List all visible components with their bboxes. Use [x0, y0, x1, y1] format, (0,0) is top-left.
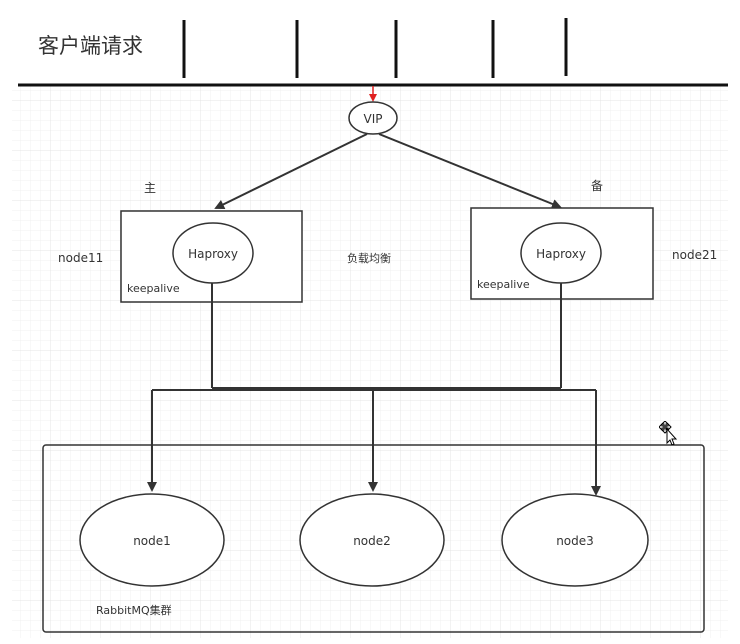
node2-ellipse — [299, 493, 445, 587]
node2-label: node2 — [353, 534, 391, 548]
cluster-box — [42, 444, 705, 633]
vip-ellipse — [348, 101, 398, 135]
node1-label: node1 — [133, 534, 171, 548]
move-cursor-icon — [659, 421, 678, 445]
vip-to-primary-arrow — [214, 133, 368, 209]
primary-label: 主 — [144, 181, 156, 195]
node11-label: node11 — [58, 251, 103, 265]
keepalive-label-primary: keepalive — [127, 282, 180, 295]
request-ticks — [182, 18, 568, 78]
node3-label: node3 — [556, 534, 594, 548]
node1-ellipse — [79, 493, 225, 587]
haproxy-label-backup: Haproxy — [536, 247, 586, 261]
vip-to-backup-arrow — [378, 133, 562, 209]
backup-label: 备 — [591, 179, 603, 193]
keepalive-label-backup: keepalive — [477, 278, 530, 291]
node21-label: node21 — [672, 248, 717, 262]
cluster-label: RabbitMQ集群 — [96, 603, 172, 617]
header-title: 客户端请求 — [38, 34, 143, 58]
node3-ellipse — [501, 493, 649, 587]
vip-label: VIP — [364, 112, 383, 126]
header-band — [0, 0, 740, 85]
haproxy-label-primary: Haproxy — [188, 247, 238, 261]
load-balance-label: 负载均衡 — [347, 251, 391, 265]
